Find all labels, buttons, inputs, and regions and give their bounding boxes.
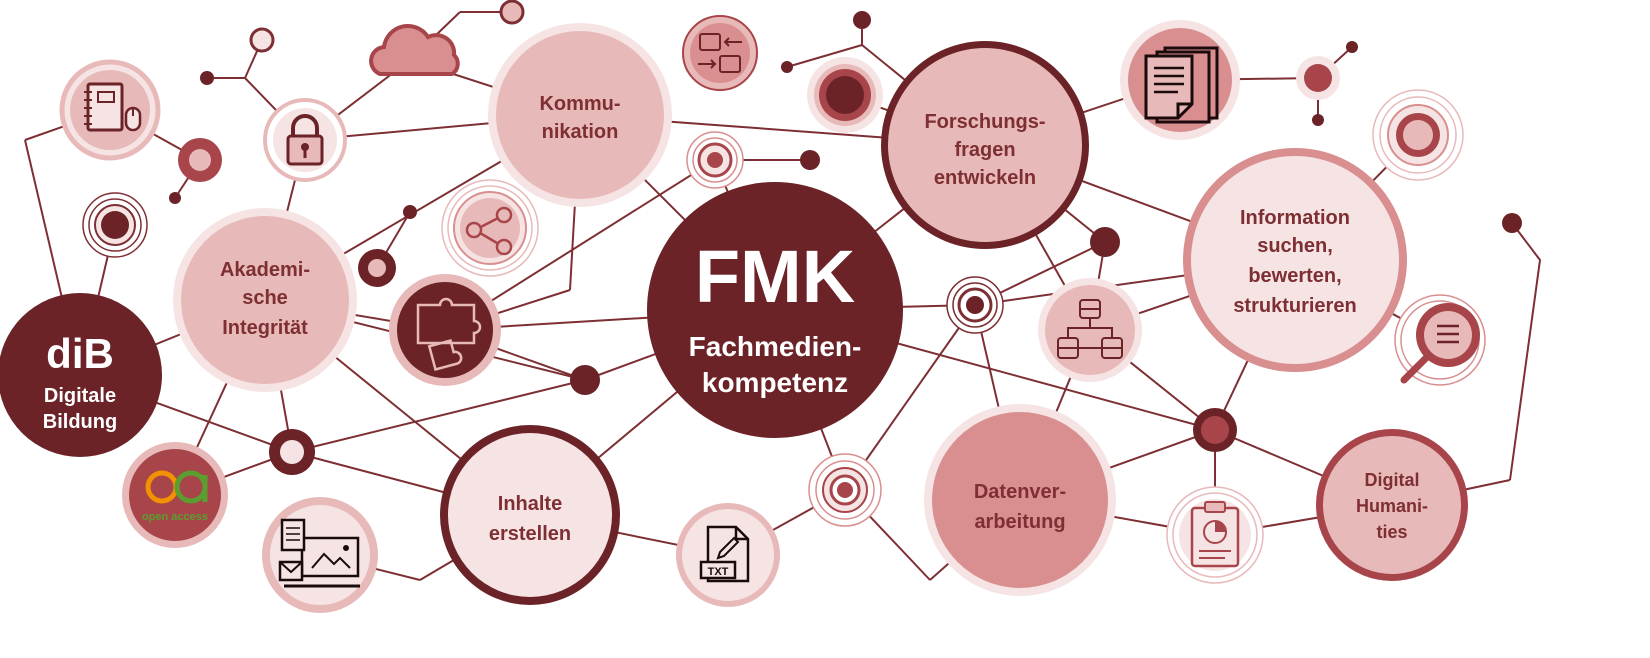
node-label-line: fragen	[954, 139, 1015, 161]
dib-line1: Digitale	[44, 385, 116, 407]
node-kommunikation: Kommu- nikation	[488, 23, 672, 207]
ring-node	[807, 57, 883, 133]
ring-node	[358, 249, 396, 287]
node-information-suchen: Information suchen, bewerten, strukturie…	[1183, 148, 1407, 372]
ring-node	[178, 138, 222, 182]
ring-nodes	[82, 0, 1464, 527]
node-label-line: ties	[1376, 522, 1407, 542]
node-akademische-integritaet: Akademi- sche Integrität	[173, 208, 357, 392]
ring-node	[1193, 408, 1237, 452]
node-label-line: Information	[1240, 207, 1350, 229]
connector	[844, 304, 976, 491]
node-label-line: Akademi-	[220, 259, 310, 281]
lock-icon	[263, 98, 347, 182]
media-workstation-icon	[262, 497, 378, 613]
documents-icon	[1120, 20, 1240, 140]
ring-node	[82, 192, 148, 258]
node-label-line: entwickeln	[934, 167, 1036, 189]
node-datenverarbeitung: Datenver- arbeitung	[924, 404, 1116, 596]
topic-nodes: Kommu- nikation Akademi- sche Integrität…	[0, 23, 1468, 605]
network-dot	[1346, 41, 1358, 53]
connector	[1509, 222, 1542, 481]
transfer-icon	[682, 15, 758, 91]
node-label-line: suchen,	[1257, 235, 1333, 257]
network-dot	[1502, 213, 1522, 233]
ring-node	[1296, 56, 1340, 100]
node-label-line: Inhalte	[498, 493, 562, 515]
node-label-line: Datenver-	[974, 481, 1066, 503]
clipboard-chart-icon	[1166, 486, 1264, 584]
node-label-line: strukturieren	[1233, 295, 1356, 317]
network-dot	[1090, 227, 1120, 257]
notebook-mouse-icon	[59, 59, 161, 161]
node-label-line: Humani-	[1356, 496, 1428, 516]
network-dot	[200, 71, 214, 85]
puzzle-icon	[389, 274, 501, 386]
small-dots	[169, 11, 1522, 395]
node-inhalte-erstellen: Inhalte erstellen	[440, 425, 620, 605]
node-label-line: sche	[242, 287, 288, 309]
node-label-line: erstellen	[489, 523, 571, 545]
network-dot	[853, 11, 871, 29]
icon-nodes: TXT	[59, 15, 1486, 613]
node-label-line: arbeitung	[974, 511, 1065, 533]
network-dot	[1312, 114, 1324, 126]
ring-node	[499, 0, 525, 25]
share-icon	[441, 179, 539, 277]
connector	[786, 44, 863, 68]
dib-line2: Bildung	[43, 411, 117, 433]
open-access-icon: open access	[122, 442, 228, 548]
network-dot	[570, 365, 600, 395]
center-line1: Fachmedien-	[689, 331, 862, 362]
ring-node	[808, 453, 882, 527]
network-dot	[781, 61, 793, 73]
node-label-line: nikation	[542, 121, 619, 143]
center-line2: kompetenz	[702, 367, 848, 398]
txt-file-icon: TXT	[676, 503, 780, 607]
ring-node	[1372, 89, 1464, 181]
node-label-line: Forschungs-	[924, 111, 1045, 133]
magnifier-document-icon	[1394, 294, 1486, 386]
database-network-icon	[1038, 278, 1142, 382]
network-dot	[403, 205, 417, 219]
ring-node	[946, 276, 1004, 334]
node-label-line: bewerten,	[1248, 265, 1341, 287]
center-title: FMK	[695, 235, 855, 318]
connector	[291, 379, 586, 453]
network-dot	[169, 192, 181, 204]
node-dib: diB Digitale Bildung	[0, 293, 162, 457]
ring-node	[686, 131, 744, 189]
dib-title: diB	[46, 330, 114, 377]
node-label-line: Integrität	[222, 317, 308, 339]
txt-badge: TXT	[708, 566, 729, 578]
ring-node	[249, 27, 275, 53]
open-access-label: open access	[142, 511, 208, 523]
node-label-line: Digital	[1364, 470, 1419, 490]
cloud-icon	[369, 23, 460, 76]
node-label-line: Kommu-	[539, 93, 620, 115]
node-fmk-center: FMK Fachmedien- kompetenz	[647, 182, 903, 438]
node-forschungsfragen: Forschungs- fragen entwickeln	[881, 41, 1089, 249]
ring-node	[269, 429, 315, 475]
network-dot	[800, 150, 820, 170]
node-digital-humanities: Digital Humani- ties	[1316, 429, 1468, 581]
